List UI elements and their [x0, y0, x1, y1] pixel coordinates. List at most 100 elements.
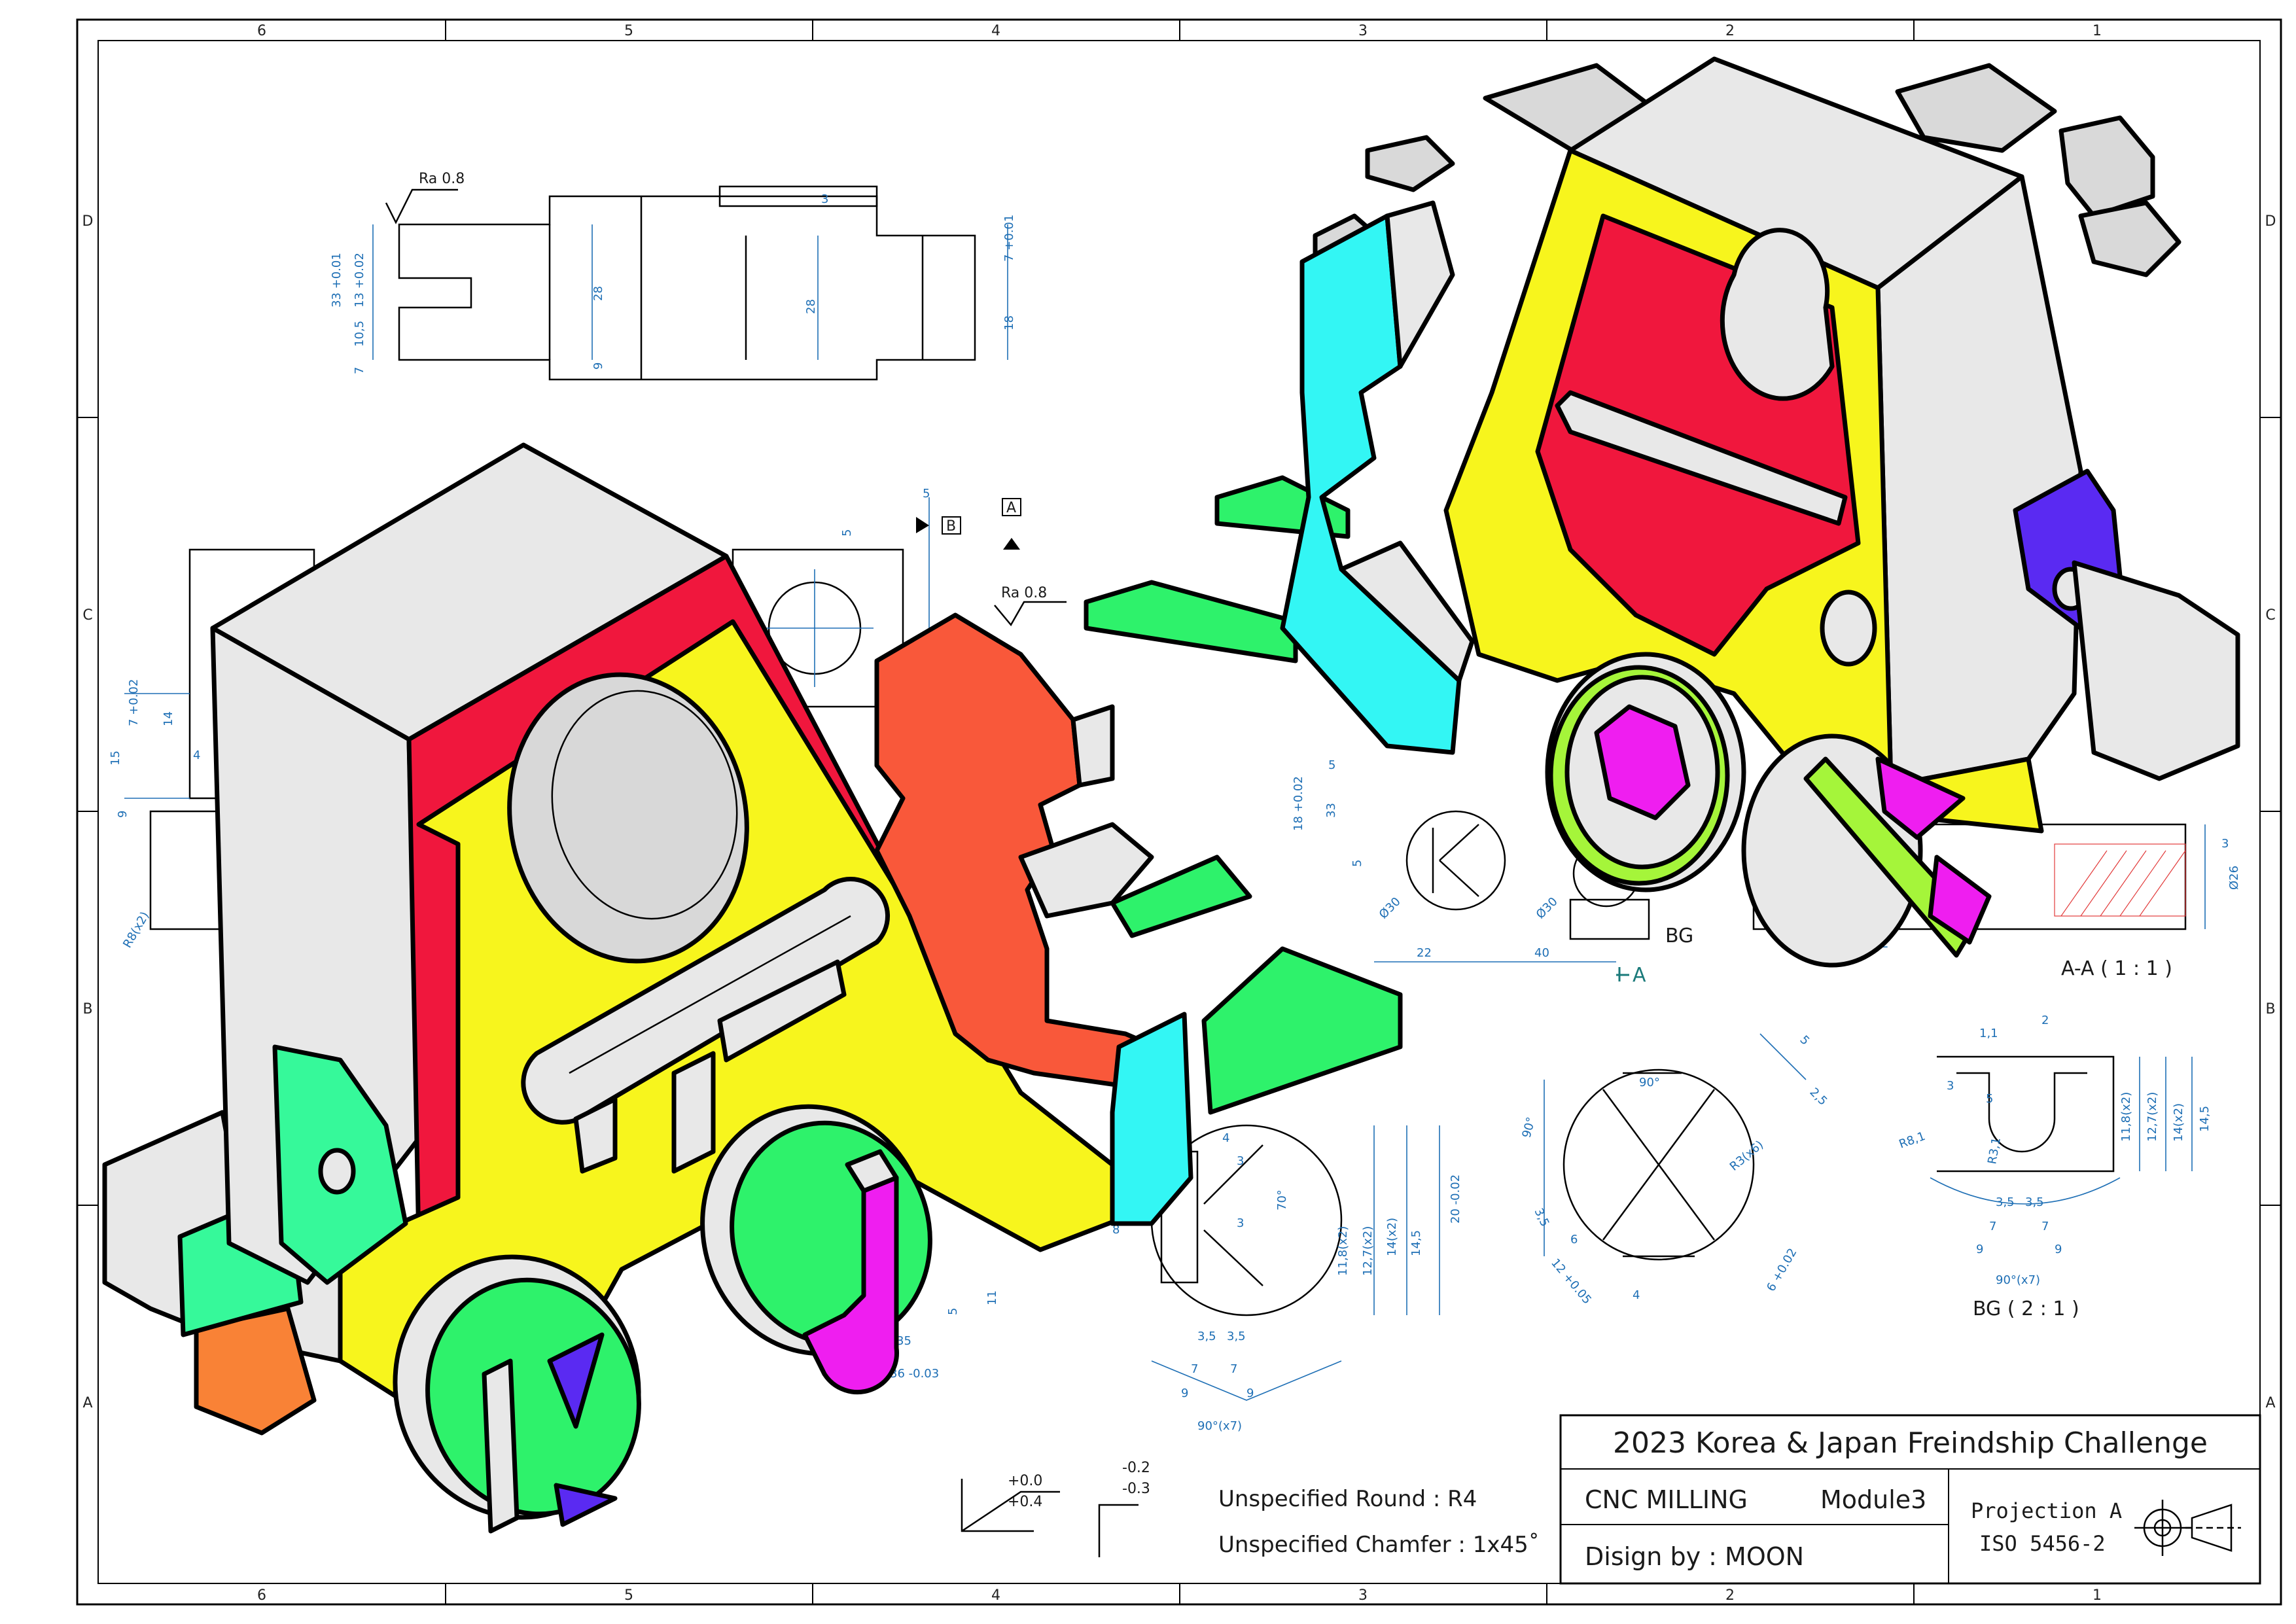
dim-top-10-5: 10,5 [353, 321, 366, 347]
front-base-dims: 33 5 18 +0.02 5 Ø30 Ø30 22 40 BG A [1292, 758, 1693, 987]
zone-col-6-top: 6 [257, 23, 266, 39]
dim-side-7a: 7 [1191, 1362, 1198, 1376]
zone-col-2-top: 2 [1725, 23, 1735, 39]
dim-bg-14: 14(x2) [2172, 1103, 2185, 1142]
dim-x-6-02: 6 +0.02 [1764, 1246, 1799, 1294]
dim-top-9: 9 [592, 362, 605, 370]
datum-b-label: B [946, 518, 956, 535]
left-violet-k-1 [547, 1332, 605, 1429]
dim-bg-9b: 9 [2055, 1243, 2062, 1256]
dim-bg-r8-1: R8,1 [1898, 1129, 1928, 1152]
zone-col-2-bottom: 2 [1725, 1587, 1735, 1604]
dim-x-4: 4 [1633, 1288, 1640, 1302]
dim-x-12: 12 +0.05 [1548, 1256, 1594, 1307]
dim-top-13: 13 +0.02 [353, 253, 366, 308]
dim-front-33: 33 [1324, 803, 1338, 818]
dim-side-7b: 7 [1230, 1362, 1237, 1376]
dim-x-r3: R3(x6) [1727, 1138, 1767, 1174]
dim-x-90b: 90° [1520, 1116, 1539, 1139]
zone-row-c-left: C [82, 607, 92, 624]
tol-lower-a: +0.4 [1008, 1494, 1042, 1510]
right-magenta-hex [1594, 704, 1691, 821]
roughness-top: Ra 0.8 [419, 171, 465, 187]
note-chamfer: Unspecified Chamfer : 1x45˚ [1218, 1532, 1540, 1558]
dim-front-d30b: Ø30 [1534, 894, 1561, 921]
detail-view-label: BG ( 2 : 1 ) [1973, 1297, 2079, 1320]
zone-col-1-top: 1 [2093, 23, 2102, 39]
zone-row-b-left: B [82, 1001, 92, 1017]
dim-bg-14-5: 14,5 [2198, 1106, 2212, 1132]
dim-front-d30a: Ø30 [1377, 894, 1404, 921]
zone-col-1-bottom: 1 [2093, 1587, 2102, 1604]
dim-side-3b: 3 [1237, 1216, 1244, 1230]
zone-col-6-bottom: 6 [257, 1587, 266, 1604]
dim-side-11: 11 [985, 1290, 999, 1305]
dim-bg-3-5b: 3,5 [2025, 1195, 2044, 1209]
left-green-finger-2 [1201, 946, 1403, 1115]
general-notes: +0.0 +0.4 -0.2 -0.3 Unspecified Round : … [961, 1460, 1540, 1558]
dim-front-15: 15 [109, 750, 122, 766]
dim-front-9: 9 [116, 811, 130, 818]
dim-bg-11-8: 11,8(x2) [2119, 1092, 2133, 1142]
dim-front-5b: 5 [840, 529, 854, 537]
title-text: 2023 Korea & Japan Freindship Challenge [1613, 1426, 2208, 1460]
roughness-front: Ra 0.8 [1001, 585, 1047, 601]
projection-text: Projection A [1971, 1498, 2122, 1523]
section-ref-label: A [1633, 964, 1646, 987]
dim-side-70: 70° [1275, 1190, 1289, 1210]
designer-text: Disign by : MOON [1585, 1542, 1804, 1571]
zone-col-3-bottom: 3 [1358, 1587, 1368, 1604]
dim-side-35: 35 [896, 1334, 911, 1348]
dim-side-36: 36 -0.03 [890, 1367, 939, 1381]
dim-bg-7a: 7 [1989, 1220, 1996, 1233]
dim-bg-1-1: 1,1 [1979, 1027, 1998, 1040]
right-magenta-quadrant-1 [1875, 756, 1966, 840]
dim-front-40: 40 [1534, 946, 1549, 960]
dim-bg-7b: 7 [2041, 1220, 2049, 1233]
dim-front-14: 14 [162, 711, 175, 726]
dim-side-8: 8 [1112, 1223, 1120, 1237]
detail-ref-label: BG [1665, 925, 1693, 947]
right-magenta-quadrant-2 [1928, 855, 1992, 945]
dim-x-5: 5 [1797, 1033, 1812, 1048]
dim-bg-12-7: 12,7(x2) [2146, 1092, 2159, 1142]
process-text: CNC MILLING [1585, 1485, 1748, 1514]
section-view-label: A-A ( 1 : 1 ) [2061, 957, 2172, 980]
dim-x-90a: 90° [1639, 1076, 1660, 1089]
right-green-finger-1 [1084, 580, 1298, 663]
zone-row-d-left: D [82, 213, 94, 230]
dim-bg-9a: 9 [1976, 1243, 1983, 1256]
dim-top-7-01: 7 +0.01 [1002, 215, 1016, 262]
projection-symbol-icon [2134, 1500, 2241, 1556]
dim-x-3-5: 3,5 [1531, 1206, 1551, 1229]
dim-bg-3-5a: 3,5 [1996, 1195, 2015, 1209]
dim-front-18: 18 +0.02 [1292, 776, 1305, 831]
dim-x-2-5: 2,5 [1807, 1086, 1829, 1108]
top-view: 33 +0.01 13 +0.02 10,5 7 28 9 28 7 +0.01… [330, 171, 1016, 381]
datum-a-label: A [1006, 500, 1016, 516]
dim-front-22: 22 [1417, 946, 1432, 960]
iso-model-left [102, 442, 1403, 1534]
dim-top-18: 18 [1002, 315, 1016, 330]
dim-front-5c: 5 [1351, 860, 1364, 867]
dim-side-90x7: 90°(x7) [1197, 1419, 1242, 1433]
dim-front-5d: 5 [1328, 758, 1335, 772]
dim-side-3-5a: 3,5 [1197, 1330, 1216, 1343]
dim-sec-3: 3 [2221, 837, 2229, 851]
zone-row-b-right: B [2265, 1001, 2275, 1017]
dim-side-4: 4 [1222, 1131, 1229, 1145]
zone-labels: 6 5 4 3 2 1 6 5 4 3 2 1 D C B A D C B A [82, 23, 2276, 1604]
sheet-frame [76, 18, 2282, 1606]
zone-col-3-top: 3 [1358, 23, 1368, 39]
dim-top-28b: 28 [804, 299, 818, 314]
title-block: 2023 Korea & Japan Freindship Challenge … [1559, 1414, 2261, 1585]
dim-side-14-5: 14,5 [1409, 1230, 1423, 1256]
zone-row-a-right: A [2265, 1395, 2275, 1411]
zone-col-5-top: 5 [624, 23, 633, 39]
tol-lower-b: -0.3 [1122, 1481, 1150, 1497]
left-violet-k-2 [554, 1483, 618, 1527]
zone-row-d-right: D [2265, 213, 2276, 230]
tol-upper-b: -0.2 [1122, 1460, 1150, 1476]
dim-bg-90x7: 90°(x7) [1996, 1273, 2040, 1287]
